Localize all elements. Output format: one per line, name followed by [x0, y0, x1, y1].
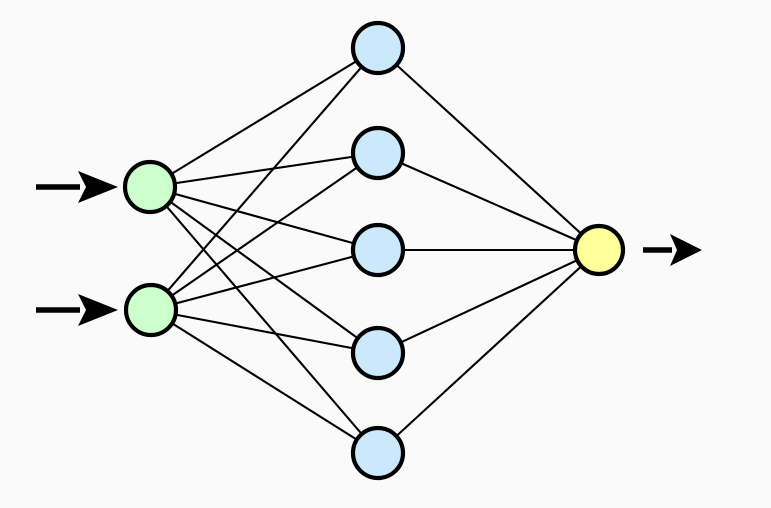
node-hidden-3[interactable]: [350, 222, 406, 278]
edges-group: [148, 46, 601, 455]
hidden-layer: [350, 20, 406, 481]
edge-input-1-to-hidden-4: [148, 185, 380, 355]
output-arrow-1-head: [670, 234, 702, 266]
node-input-2[interactable]: [123, 282, 179, 338]
edge-input-1-to-hidden-1: [148, 46, 380, 189]
edge-input-2-to-hidden-1: [149, 46, 380, 312]
edge-input-1-to-hidden-2: [148, 151, 380, 189]
output-layer: [572, 223, 626, 277]
node-input-1[interactable]: [122, 159, 178, 215]
node-hidden-4[interactable]: [350, 325, 406, 381]
io-arrows-group: [36, 171, 702, 326]
node-output-1[interactable]: [572, 223, 626, 277]
edge-input-1-to-hidden-3: [148, 185, 380, 252]
output-arrow-1: [643, 234, 702, 266]
node-hidden-1[interactable]: [350, 20, 406, 76]
edge-hidden-1-to-output-1: [376, 46, 601, 252]
input-arrow-1: [36, 171, 118, 203]
edge-hidden-4-to-output-1: [376, 248, 601, 355]
edge-input-2-to-hidden-5: [149, 308, 380, 455]
edge-hidden-5-to-output-1: [376, 248, 601, 455]
edge-input-2-to-hidden-3: [149, 248, 380, 312]
input-arrow-2: [36, 294, 118, 326]
input-arrow-1-head: [78, 171, 118, 203]
edge-input-2-to-hidden-4: [149, 308, 380, 355]
edge-hidden-2-to-output-1: [376, 151, 601, 252]
node-hidden-2[interactable]: [350, 125, 406, 181]
edge-input-1-to-hidden-5: [148, 185, 380, 455]
nodes-group: [122, 20, 626, 481]
input-layer: [122, 159, 179, 338]
edge-input-2-to-hidden-2: [149, 151, 380, 312]
node-hidden-5[interactable]: [350, 425, 406, 481]
input-arrow-2-head: [78, 294, 118, 326]
